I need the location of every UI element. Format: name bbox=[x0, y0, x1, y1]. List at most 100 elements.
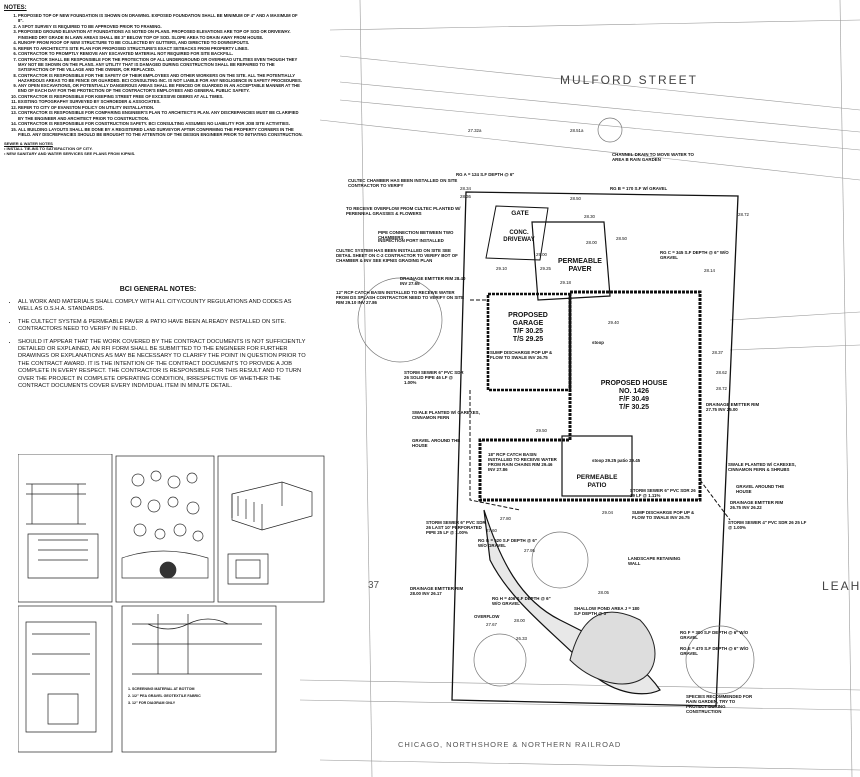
patio-title: PERMEABLE bbox=[576, 474, 618, 481]
detail-frame-e bbox=[121, 605, 277, 753]
spot-elevation: 28.00 bbox=[514, 618, 525, 623]
plan-annotation: RG A = 124 S.F DEPTH @ 6" bbox=[456, 172, 515, 177]
spot-elevation: 28.72 bbox=[716, 386, 727, 391]
spot-elevation: 29.04 bbox=[602, 510, 613, 515]
paver-outline bbox=[531, 221, 611, 301]
plan-annotation: STORM SEWER 4" PVC SDR 26 25 LF @ 1.00% bbox=[728, 520, 807, 530]
plan-annotation: CHANNEL DRAIN TO MOVE WATER TO AREA B RA… bbox=[612, 152, 694, 162]
spot-elevation: 28.50 bbox=[616, 236, 627, 241]
spot-elevation: 27.32a bbox=[468, 128, 482, 133]
lot-number: 37 bbox=[368, 580, 380, 591]
bci-general-notes: BCI GENERAL NOTES: ALL WORK AND MATERIAL… bbox=[8, 286, 308, 395]
plan-annotation: SUMP DISCHARGE POP UP & FLOW TO SWALE IN… bbox=[490, 350, 553, 360]
spot-elevation: 29.10 bbox=[496, 266, 507, 271]
spot-elevation: 29.25 bbox=[540, 266, 551, 271]
driveway-subtitle: DRIVEWAY bbox=[503, 237, 535, 243]
patio-label: PERMEABLE PATIO bbox=[566, 474, 628, 489]
house-label: PROPOSED HOUSE NO. 1426 F/F 30.49 T/F 30… bbox=[586, 380, 682, 412]
spot-elevation: 29.40 bbox=[608, 320, 619, 325]
plan-annotation: DRAINAGE EMITTER RIM 27.75 INV 25.00 bbox=[706, 402, 760, 412]
spot-elevation: 27.95 bbox=[524, 548, 535, 553]
note-item: CONTRACTOR IS RESPONSIBLE FOR THE SAFETY… bbox=[18, 73, 304, 83]
plan-annotation: 12" RCP CATCH BASIN INSTALLED TO RECEIVE… bbox=[336, 290, 465, 305]
plan-annotation: RG B = 170 S.F W/ GRAVEL bbox=[610, 186, 668, 191]
plan-annotation: DRAINAGE EMITTER RIM 28.00 INV 26.17 bbox=[410, 586, 464, 596]
note-item: CONTRACTOR IS RESPONSIBLE FOR COMPARING … bbox=[18, 110, 304, 120]
plan-annotation: RG G = 520 S.F DEPTH @ 6" W/O GRAVEL bbox=[478, 538, 537, 548]
spot-elevation: 28.37 bbox=[712, 350, 723, 355]
detail-frame-d bbox=[18, 605, 113, 753]
storm-pipes bbox=[469, 299, 731, 521]
sewer-note-item: • NEW SANITARY AND WATER SERVICES SEE PL… bbox=[4, 151, 304, 156]
sewer-notes-title: SEWER & WATER NOTES bbox=[4, 141, 53, 147]
trees bbox=[357, 117, 755, 695]
property-line bbox=[451, 191, 739, 707]
street-name-right: LEAH bbox=[822, 579, 860, 593]
plan-annotation: SHALLOW POND AREA J = 180 S.F DEPTH @ 3" bbox=[574, 606, 640, 616]
sewer-note-text: NEW SANITARY AND WATER SERVICES SEE PLAN… bbox=[6, 151, 136, 157]
shallow-pond bbox=[569, 611, 656, 685]
plan-annotation: RG E = 470 S.F DEPTH @ 6" W/O GRAVEL bbox=[680, 646, 749, 656]
bci-note-item: SHOULD IT APPEAR THAT THE WORK COVERED B… bbox=[18, 339, 308, 391]
spot-elevation: 28.50 bbox=[570, 196, 581, 201]
garage-tf: T/F 30.25 bbox=[513, 328, 543, 335]
plan-annotation: TO RECEIVE OVERFLOW FROM CULTEC PLANTED … bbox=[346, 206, 461, 216]
note-item: CONTRACTOR TO PROMPTLY REMOVE ANY EXCAVA… bbox=[18, 51, 304, 56]
note-item: REFER TO ARCHITECT'S SITE PLAN FOR PROPO… bbox=[18, 46, 304, 51]
plan-annotation: STORM SEWER 6" PVC SDR 26 19 LF @ 1.11% bbox=[630, 488, 696, 498]
note-item: EXISTING TOPOGRAPHY SURVEYED BY SCHROEDE… bbox=[18, 99, 304, 104]
bci-notes-list: ALL WORK AND MATERIALS SHALL COMPLY WITH… bbox=[8, 299, 308, 390]
plan-annotation: 18" RCP CATCH BASIN INSTALLED TO RECEIVE… bbox=[488, 452, 557, 472]
paver-label: PERMEABLE PAVER bbox=[552, 258, 608, 274]
patio-outline bbox=[561, 435, 633, 497]
bci-notes-title: BCI GENERAL NOTES: bbox=[119, 286, 197, 293]
plan-annotation: DRAINAGE EMITTER RIM 26.75 INV 26.22 bbox=[730, 500, 784, 510]
house-number: NO. 1426 bbox=[619, 388, 649, 395]
detail-callout: 3. 12" FOR DIAGRAM ONLY bbox=[128, 701, 176, 705]
plan-annotation: SPECIES RECOMMENDED FOR RAIN GARDEN, TRY… bbox=[686, 694, 753, 714]
note-item: PROPOSED TOP OF NEW FOUNDATION IS SHOWN … bbox=[18, 13, 304, 23]
notes-list: PROPOSED TOP OF NEW FOUNDATION IS SHOWN … bbox=[4, 13, 304, 137]
plan-annotation: stoop bbox=[592, 340, 604, 345]
railroad-label: CHICAGO, NORTHSHORE & NORTHERN RAILROAD bbox=[398, 740, 621, 749]
spot-elevation: 28.14 bbox=[704, 268, 715, 273]
note-item: RUNOFF FROM ROOF OF NEW STRUCTURE TO BE … bbox=[18, 40, 304, 45]
bullet-icon: • bbox=[4, 146, 7, 152]
note-item: ANY OPEN EXCAVATIONS, OR POTENTIALLY DAN… bbox=[18, 83, 304, 93]
detail-frame-a bbox=[18, 454, 113, 603]
note-item: A SPOT SURVEY IS REQUIRED TO BE APPROVED… bbox=[18, 24, 304, 29]
driveway-label: CONC. DRIVEWAY bbox=[496, 230, 542, 244]
plan-annotation: stoop 29.25 patio 29.45 bbox=[592, 458, 641, 463]
plan-annotation: PIPE CONNECTION BETWEEN TWO CHAMBERS bbox=[378, 230, 454, 240]
spot-elevation: 28.62 bbox=[716, 370, 727, 375]
note-item: PROPOSED GROUND ELEVATION AT FOUNDATIONS… bbox=[18, 29, 304, 39]
plan-annotation: INSPECTION PORT INSTALLED bbox=[378, 238, 444, 243]
note-item: REFER TO CITY OF EVANSTON POLICY ON UTIL… bbox=[18, 105, 304, 110]
plan-annotation: RG H = 406 S.F DEPTH @ 6" W/O GRAVEL bbox=[492, 596, 551, 606]
spot-elevation: 29.00 bbox=[536, 252, 547, 257]
spot-elevation: 28.34 bbox=[460, 186, 471, 191]
spot-elevation: 29.50 bbox=[536, 428, 547, 433]
sewer-note-item: • INSTALL TIE-INS TO SATISFACTION OF CIT… bbox=[4, 146, 304, 151]
plan-annotation: STORM SEWER 6" PVC SDR 26 SOLID PIPE 46 … bbox=[404, 370, 464, 385]
plan-annotation: DRAINAGE EMITTER RIM 28.40 INV 27.65 bbox=[400, 276, 466, 286]
notes-panel: NOTES: PROPOSED TOP OF NEW FOUNDATION IS… bbox=[4, 5, 304, 157]
plan-annotation: OVERFLOW bbox=[474, 614, 500, 619]
plan-annotation: SUMP DISCHARGE POP UP & FLOW TO SWALE IN… bbox=[632, 510, 695, 520]
spot-elevation: 28.05 bbox=[598, 590, 609, 595]
note-item: ALL BUILDING LAYOUTS SHALL BE DONE BY A … bbox=[18, 127, 304, 137]
detail-frame-b bbox=[115, 455, 215, 603]
detail-frame-c bbox=[217, 455, 325, 603]
patio-subtitle: PATIO bbox=[587, 481, 607, 489]
plan-annotation: LANDSCAPE RETAINING WALL bbox=[628, 556, 681, 566]
house-ff: F/F 30.49 bbox=[619, 396, 649, 403]
garage-title: PROPOSED bbox=[508, 312, 548, 319]
spot-elevation: 26.33 bbox=[516, 636, 527, 641]
sewer-notes-list: • INSTALL TIE-INS TO SATISFACTION OF CIT… bbox=[4, 146, 304, 156]
construction-details: 1. SCREENING MATERIAL AT BOTTOM 2. 1/2" … bbox=[18, 454, 325, 753]
note-item: CONTRACTOR SHALL BE RESPONSIBLE FOR THE … bbox=[18, 57, 304, 73]
house-tf: T/F 30.25 bbox=[619, 404, 649, 411]
sewer-note-text: INSTALL TIE-INS TO SATISFACTION OF CITY. bbox=[6, 146, 93, 152]
garage-ts: T/S 29.25 bbox=[512, 336, 544, 343]
